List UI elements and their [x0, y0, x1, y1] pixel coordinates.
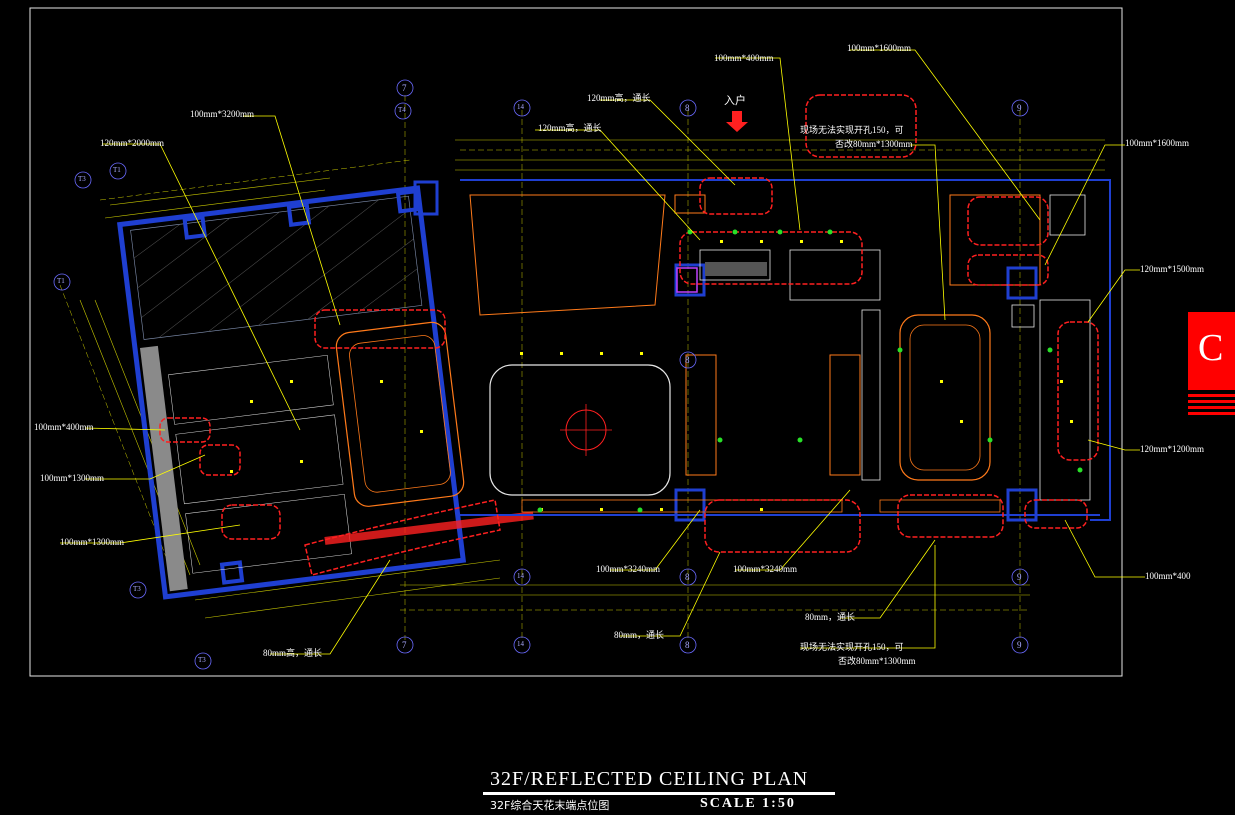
annotation-label: 120mm高，通长 [538, 123, 602, 133]
grid-bubble-label: T3 [78, 175, 86, 183]
sprinkler-marks [537, 229, 1083, 513]
grid-bubble-label: 9 [1017, 640, 1022, 650]
drawing-subtitle: 32F综合天花末端点位图 [490, 799, 610, 812]
annotation-label: 80mm，通长 [614, 630, 665, 640]
grid-lines [59, 95, 1100, 640]
leader-lines [60, 49, 1145, 655]
grid-bubble-label: 9 [1017, 103, 1022, 113]
annotation-label: 否改80mm*1300mm [835, 139, 913, 149]
grid-bubble-label: T1 [57, 277, 65, 285]
annotation-label: 100mm*3240mm [733, 564, 798, 574]
grid-bubble-label: 14 [517, 640, 524, 648]
grid-bubble-label: T3 [133, 585, 141, 593]
logo-text: C [1198, 327, 1224, 369]
annotation-label: 100mm*400 [1145, 571, 1191, 581]
brand-logo: C [1188, 312, 1235, 390]
grid-bubble-label: 8 [685, 103, 690, 113]
grid-bubble-label: 8 [685, 355, 690, 365]
entrance-arrow-icon [726, 111, 748, 132]
grid-bubble-label: T3 [198, 656, 206, 664]
left-wing [117, 185, 534, 600]
drawing-scale: SCALE 1:50 [700, 796, 796, 811]
annotation-label: 否改80mm*1300mm [838, 656, 916, 666]
annotation-label: 100mm*1600mm [847, 43, 912, 53]
annotation-label: 100mm*400mm [34, 422, 94, 432]
logo-bars [1188, 394, 1235, 418]
annotation-label: 80mm，通长 [805, 612, 856, 622]
drawing-title: 32F/REFLECTED CEILING PLAN [490, 768, 809, 790]
annotation-label: 现场无法实现开孔150，可 [800, 125, 904, 135]
annotation-label: 120mm*2000mm [100, 138, 165, 148]
grid-bubble-label: 7 [402, 83, 407, 93]
grid-bubble-label: 8 [685, 572, 690, 582]
annotation-label: 100mm*3240mm [596, 564, 661, 574]
annotation-label: 120mm*1500mm [1140, 264, 1205, 274]
grid-bubble-label: 14 [517, 103, 524, 111]
annotation-label: 100mm*1300mm [40, 473, 105, 483]
annotation-label: 100mm*1600mm [1125, 138, 1190, 148]
main-walls [413, 179, 1111, 522]
annotation-label: 100mm*400mm [714, 53, 774, 63]
annotation-label: 80mm高，通长 [263, 648, 323, 658]
annotation-label: 120mm*1200mm [1140, 444, 1205, 454]
annotation-label: 120mm高，通长 [587, 93, 651, 103]
room-outlines [469, 194, 1091, 513]
title-underline [483, 792, 835, 795]
revision-clouds [159, 94, 1099, 576]
entrance-label: 入户 [724, 94, 746, 107]
drawing-frame [29, 7, 1123, 677]
annotation-label: 现场无法实现开孔150，可 [800, 642, 904, 652]
grid-bubble-label: 8 [685, 640, 690, 650]
grid-bubble-circles [53, 79, 1029, 670]
annotation-label: 100mm*3200mm [190, 109, 255, 119]
grid-bubble-label: T4 [398, 106, 406, 114]
grid-bubble-label: T1 [113, 166, 121, 174]
grid-bubble-label: 9 [1017, 572, 1022, 582]
grid-bubble-label: 14 [517, 572, 524, 580]
grid-bubble-label: 7 [402, 640, 407, 650]
annotation-label: 100mm*1300mm [60, 537, 125, 547]
